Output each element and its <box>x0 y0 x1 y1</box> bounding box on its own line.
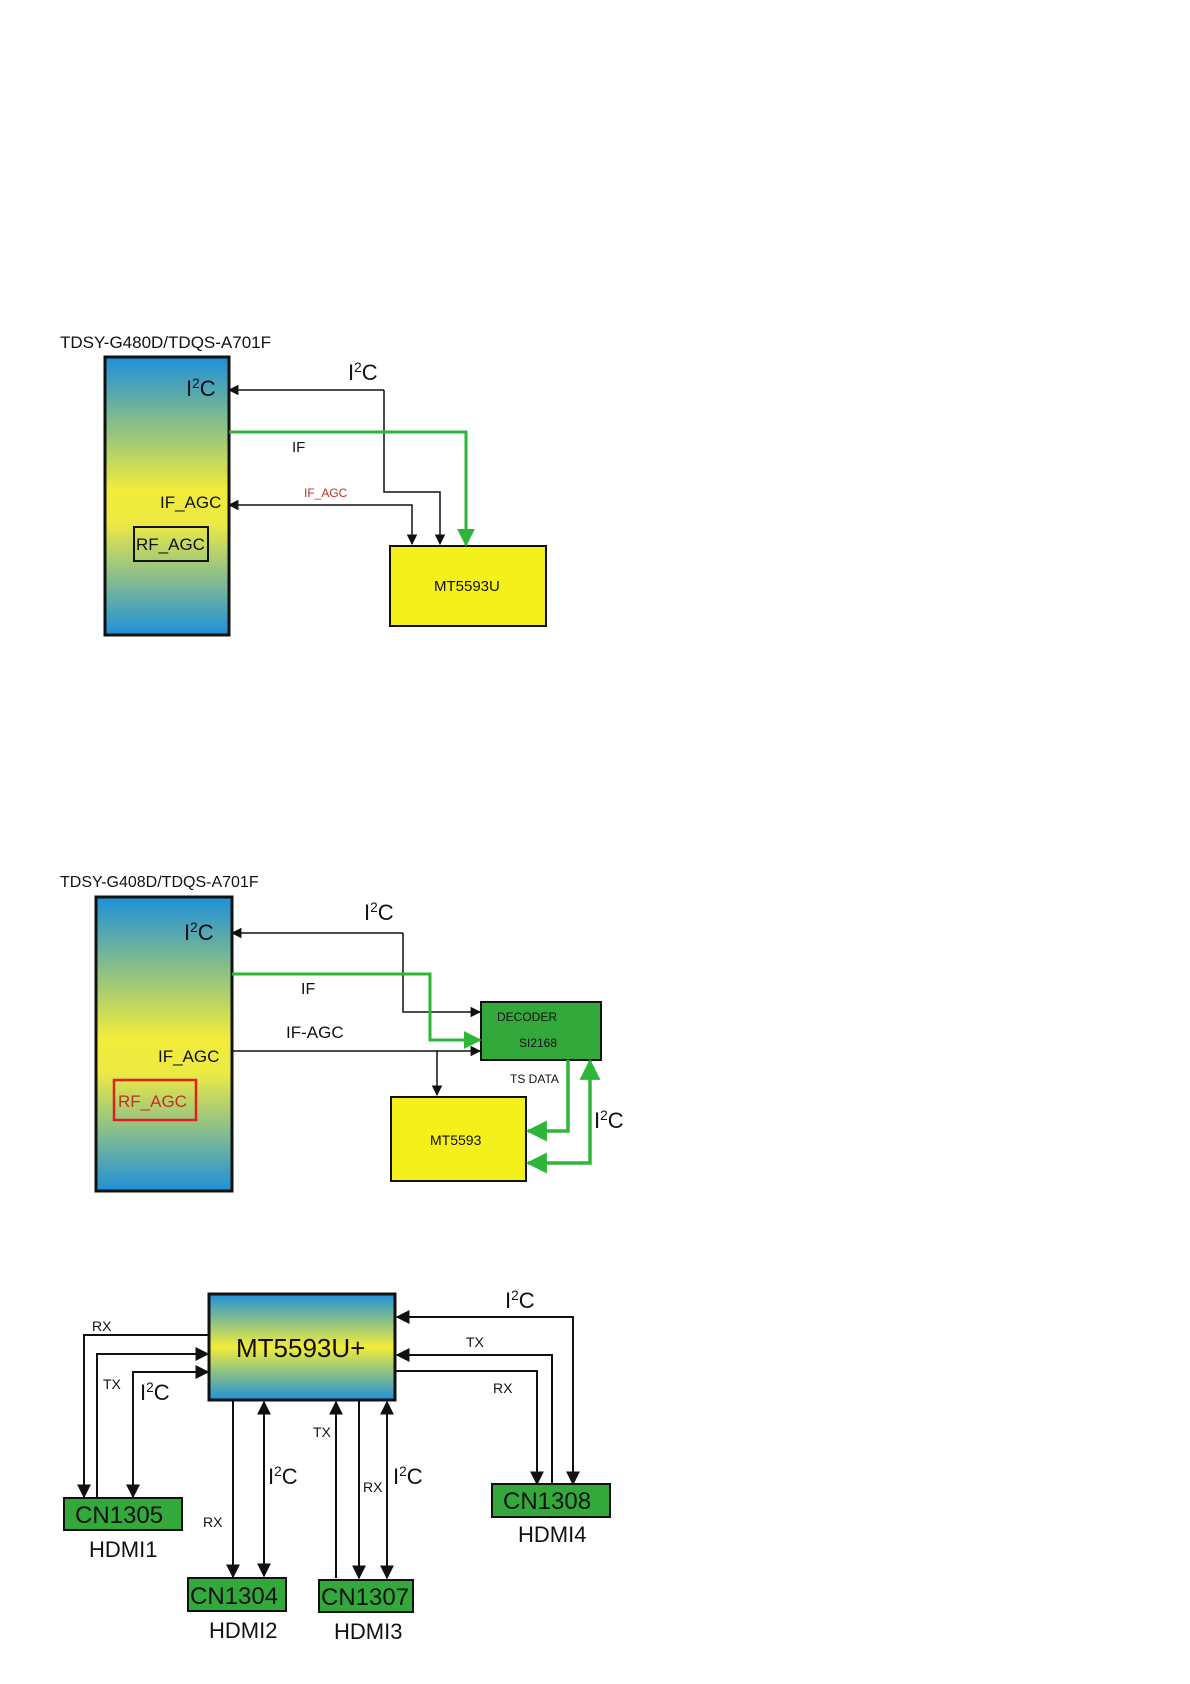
ts-data-line <box>528 1060 568 1131</box>
if-line-1 <box>229 432 466 545</box>
tuner1-i2c-label: I2C <box>186 376 216 401</box>
i2c-line-cn1308 <box>397 1317 573 1484</box>
cn1305-label: CN1305 <box>75 1502 163 1529</box>
cn1307-label: CN1307 <box>321 1584 409 1611</box>
tuner2-i2c-label: I2C <box>184 920 214 945</box>
if-line-2 <box>232 974 480 1040</box>
diagram-2: TDSY-G408D/TDQS-A701F I2C IF_AGC RF_AGC … <box>60 874 624 1191</box>
i2c-label-2: I2C <box>364 900 394 925</box>
decoder-label-2: SI2168 <box>519 1036 557 1050</box>
rx-line-cn1305 <box>84 1335 209 1497</box>
i2c-label-left: I2C <box>140 1380 170 1405</box>
i2c-label-1: I2C <box>348 360 378 385</box>
decoder-label-1: DECODER <box>497 1010 557 1024</box>
chip2-label: MT5593 <box>430 1132 482 1148</box>
hdmi1-label: HDMI1 <box>89 1537 157 1562</box>
if-label-2: IF <box>301 981 315 998</box>
if-label-1: IF <box>292 439 305 456</box>
tuner2-rf-agc-label: RF_AGC <box>118 1092 187 1111</box>
ts-data-label: TS DATA <box>510 1072 559 1086</box>
i2c-label-top: I2C <box>505 1288 535 1313</box>
hdmi2-label: HDMI2 <box>209 1618 277 1643</box>
tuner2-if-agc-label: IF_AGC <box>158 1047 219 1066</box>
cn1308-label: CN1308 <box>503 1488 591 1515</box>
hdmi-chip-label: MT5593U+ <box>236 1333 365 1363</box>
rx-label-mid2: RX <box>363 1479 383 1495</box>
i2c-right-label-2: I2C <box>594 1108 624 1133</box>
diagram2-title: TDSY-G408D/TDQS-A701F <box>60 874 259 891</box>
tuner1-if-agc-label: IF_AGC <box>160 493 221 512</box>
rx-label-mid1: RX <box>203 1514 223 1530</box>
hdmi3-label: HDMI3 <box>334 1619 402 1644</box>
tx-label-mid: TX <box>313 1424 332 1440</box>
diagram-1: TDSY-G480D/TDQS-A701F I2C IF_AGC RF_AGC … <box>60 333 546 635</box>
diagram-3: MT5593U+ RX TX I2C CN1305 HDMI1 RX I2C C… <box>64 1288 610 1644</box>
if-agc-label-2: IF-AGC <box>286 1023 344 1042</box>
diagram1-title: TDSY-G480D/TDQS-A701F <box>60 333 271 352</box>
tuner1-rf-agc-label: RF_AGC <box>136 535 205 554</box>
if-agc-line-1 <box>229 505 412 544</box>
cn1304-label: CN1304 <box>190 1583 278 1610</box>
hdmi4-label: HDMI4 <box>518 1522 586 1547</box>
tx-label-right: TX <box>466 1334 485 1350</box>
i2c-label-mid1: I2C <box>268 1464 298 1489</box>
chip1-label: MT5593U <box>434 578 500 595</box>
rx-label-right: RX <box>493 1380 513 1396</box>
if-agc-label-1: IF_AGC <box>304 486 348 500</box>
rx-label-left: RX <box>92 1318 112 1334</box>
tx-label-left: TX <box>103 1376 122 1392</box>
i2c-label-mid2: I2C <box>393 1464 423 1489</box>
